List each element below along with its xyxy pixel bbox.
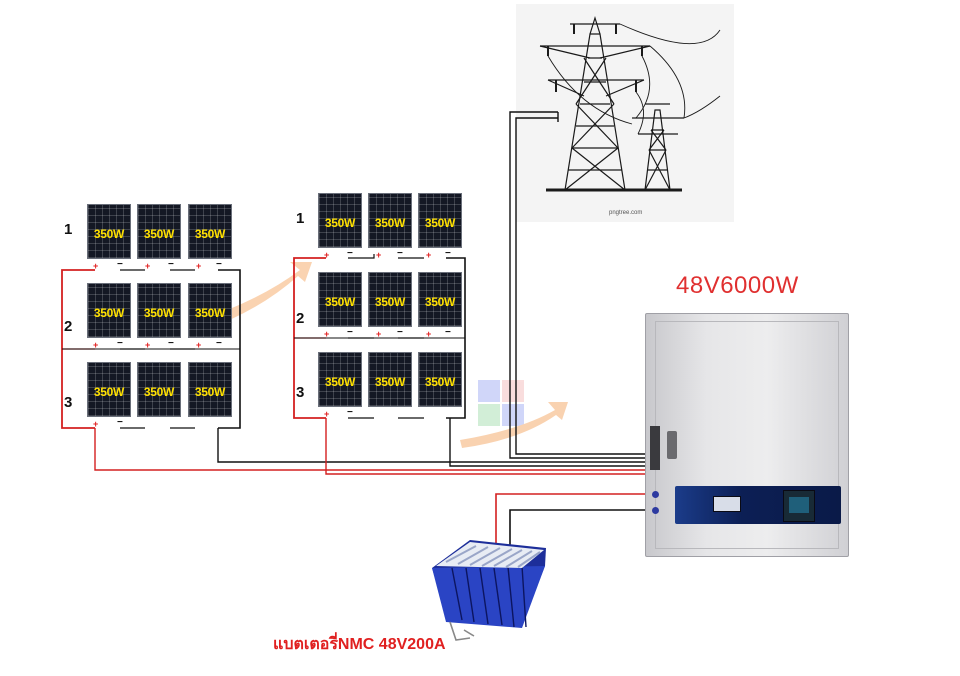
row-number: 1 — [64, 221, 73, 238]
solar-panel: 350W — [137, 362, 181, 417]
solar-panel: 350W — [188, 283, 232, 338]
solar-panel: 350W — [137, 204, 181, 259]
negative-terminal: − — [168, 259, 174, 270]
panel-wattage: 350W — [93, 306, 125, 320]
panel-wattage: 350W — [194, 306, 226, 320]
row-number: 1 — [296, 210, 305, 227]
negative-terminal: − — [397, 248, 403, 259]
positive-terminal: + — [426, 250, 432, 260]
positive-terminal: + — [324, 409, 330, 419]
row-number: 3 — [64, 394, 73, 411]
row-number: 3 — [296, 384, 305, 401]
solar-panel: 350W — [318, 272, 362, 327]
negative-terminal: − — [216, 338, 222, 349]
inverter-title: 48V6000W — [676, 272, 799, 299]
negative-terminal: − — [445, 248, 451, 259]
touch-screen — [783, 490, 815, 522]
battery-caption: แบตเตอรี่NMC 48V200A — [273, 636, 446, 653]
negative-terminal: − — [347, 248, 353, 259]
panel-wattage: 350W — [424, 216, 456, 230]
panel-wattage: 350W — [424, 375, 456, 389]
panel-wattage: 350W — [374, 295, 406, 309]
panel-wattage: 350W — [194, 385, 226, 399]
grid-wiring — [509, 111, 652, 459]
solar-panel: 350W — [368, 193, 412, 248]
transmission-tower-illustration — [539, 15, 721, 192]
lcd-display — [713, 496, 741, 512]
solar-panel: 350W — [368, 272, 412, 327]
panel-wattage: 350W — [93, 227, 125, 241]
door-handle-icon — [667, 431, 677, 459]
cabinet-latch — [650, 426, 660, 470]
solar-panel: 350W — [87, 204, 131, 259]
solar-panel: 350W — [418, 272, 462, 327]
panel-wattage: 350W — [374, 216, 406, 230]
negative-terminal: − — [347, 327, 353, 338]
hybrid-inverter-cabinet — [645, 313, 849, 557]
solar-panel: 350W — [87, 362, 131, 417]
panel-wattage: 350W — [194, 227, 226, 241]
panel-wattage: 350W — [143, 227, 175, 241]
inverter-control-panel — [675, 486, 841, 524]
positive-terminal: + — [145, 261, 151, 271]
positive-terminal: + — [376, 250, 382, 260]
solar-panel: 350W — [418, 352, 462, 407]
negative-terminal: − — [397, 327, 403, 338]
solar-panel: 350W — [137, 283, 181, 338]
solar-panel: 350W — [188, 362, 232, 417]
positive-terminal: + — [93, 340, 99, 350]
panel-wattage: 350W — [93, 385, 125, 399]
battery-pack-illustration — [432, 540, 546, 641]
negative-terminal: − — [445, 327, 451, 338]
solar-panel: 350W — [318, 193, 362, 248]
array-2-wiring — [293, 254, 652, 475]
positive-terminal: + — [196, 340, 202, 350]
negative-terminal: − — [347, 407, 353, 418]
solar-panel: 350W — [188, 204, 232, 259]
solar-panel: 350W — [87, 283, 131, 338]
panel-wattage: 350W — [143, 306, 175, 320]
negative-terminal: − — [117, 338, 123, 349]
negative-terminal: − — [117, 259, 123, 270]
negative-terminal: − — [117, 417, 123, 428]
positive-terminal: + — [93, 261, 99, 271]
positive-terminal: + — [93, 419, 99, 429]
solar-panel: 350W — [368, 352, 412, 407]
array-1-wiring — [61, 269, 652, 471]
solar-panel: 350W — [318, 352, 362, 407]
panel-wattage: 350W — [424, 295, 456, 309]
panel-wattage: 350W — [324, 216, 356, 230]
solar-panel: 350W — [418, 193, 462, 248]
positive-terminal: + — [324, 250, 330, 260]
positive-terminal: + — [145, 340, 151, 350]
row-number: 2 — [64, 318, 73, 335]
battery-positive-port — [652, 491, 659, 498]
positive-terminal: + — [196, 261, 202, 271]
row-number: 2 — [296, 310, 305, 327]
battery-negative-port — [652, 507, 659, 514]
positive-terminal: + — [376, 329, 382, 339]
negative-terminal: − — [216, 259, 222, 270]
positive-terminal: + — [324, 329, 330, 339]
panel-wattage: 350W — [374, 375, 406, 389]
panel-wattage: 350W — [143, 385, 175, 399]
positive-terminal: + — [426, 329, 432, 339]
image-credit: pngtree.com — [609, 210, 643, 216]
panel-wattage: 350W — [324, 375, 356, 389]
panel-wattage: 350W — [324, 295, 356, 309]
negative-terminal: − — [168, 338, 174, 349]
